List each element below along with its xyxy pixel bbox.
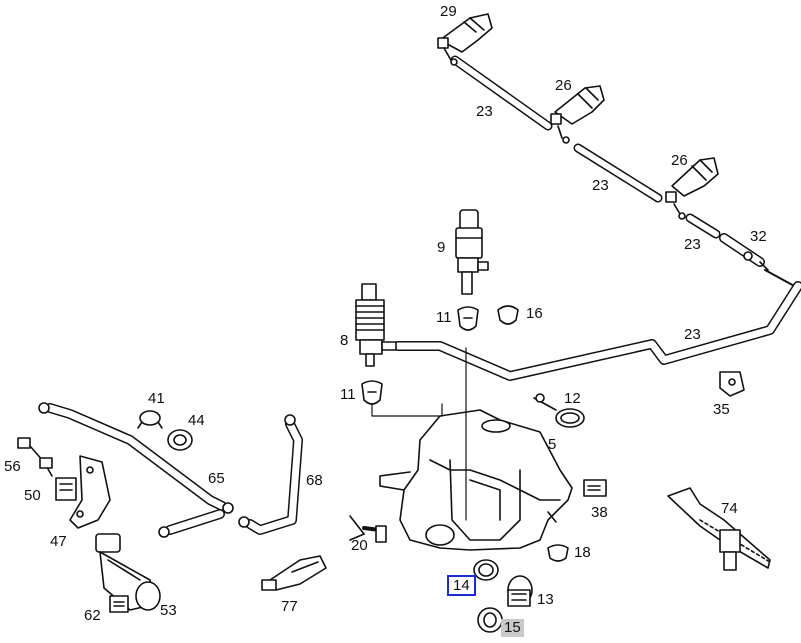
grommet-11-lower	[361, 380, 383, 405]
callout-77[interactable]: 77	[281, 598, 298, 615]
callout-47[interactable]: 47	[50, 533, 67, 550]
callout-32[interactable]: 32	[750, 228, 767, 245]
callout-11-upper[interactable]: 11	[436, 309, 452, 326]
callout-44[interactable]: 44	[188, 412, 205, 429]
grommet-15	[477, 607, 503, 633]
connector-62	[109, 595, 129, 613]
seal-14	[473, 559, 499, 581]
callout-8[interactable]: 8	[340, 332, 349, 349]
callout-20[interactable]: 20	[351, 537, 368, 554]
callout-12[interactable]: 12	[564, 390, 581, 407]
callout-65[interactable]: 65	[208, 470, 225, 487]
bracket-50	[55, 477, 77, 501]
callout-62[interactable]: 62	[84, 607, 101, 624]
clip-38	[583, 479, 607, 497]
bolt-20	[349, 515, 387, 543]
nozzle-26-upper	[550, 85, 605, 144]
hose-23-long	[393, 281, 801, 381]
pump-8	[355, 283, 397, 367]
callout-56[interactable]: 56	[4, 458, 21, 475]
callout-29[interactable]: 29	[440, 3, 457, 20]
callout-9[interactable]: 9	[437, 239, 446, 256]
callout-11-lower[interactable]: 11	[340, 386, 356, 403]
callout-41[interactable]: 41	[148, 390, 165, 407]
cable-tie-77	[261, 555, 327, 591]
pump-9	[455, 209, 489, 295]
callout-23-middle[interactable]: 23	[592, 177, 609, 194]
callout-23-short[interactable]: 23	[684, 236, 701, 253]
upper-hose-assembly	[450, 55, 799, 289]
callout-23-long[interactable]: 23	[684, 326, 701, 343]
callout-74[interactable]: 74	[721, 500, 738, 517]
callout-16[interactable]: 16	[526, 305, 543, 322]
bracket-47	[69, 455, 111, 529]
callout-26-lower[interactable]: 26	[671, 152, 688, 169]
grommet-18	[547, 544, 569, 562]
grommet-44	[167, 429, 193, 451]
callout-18[interactable]: 18	[574, 544, 591, 561]
hose-68	[238, 414, 303, 535]
callout-53[interactable]: 53	[160, 602, 177, 619]
nozzle-29	[437, 13, 493, 66]
callout-23-upper[interactable]: 23	[476, 103, 493, 120]
callout-35[interactable]: 35	[713, 401, 730, 418]
callout-50[interactable]: 50	[24, 487, 41, 504]
callout-15-dimmed[interactable]: 15	[501, 619, 524, 637]
clip-35	[719, 371, 745, 397]
callout-38[interactable]: 38	[591, 504, 608, 521]
cap-12	[533, 393, 585, 428]
connector-32	[719, 233, 769, 271]
hose-65	[38, 402, 234, 538]
grommet-16	[497, 305, 519, 325]
callout-68[interactable]: 68	[306, 472, 323, 489]
connector-56	[17, 437, 53, 477]
callout-13[interactable]: 13	[537, 591, 554, 608]
clamp-41	[137, 410, 163, 429]
nozzle-26-lower	[665, 157, 719, 220]
grommet-11-upper	[457, 306, 479, 331]
callout-26-upper[interactable]: 26	[555, 77, 572, 94]
callout-5[interactable]: 5	[548, 436, 557, 453]
callout-14-selected[interactable]: 14	[447, 575, 476, 596]
cable-tie-74	[667, 487, 771, 571]
reservoir-5	[371, 347, 573, 551]
sensor-13	[507, 575, 533, 607]
